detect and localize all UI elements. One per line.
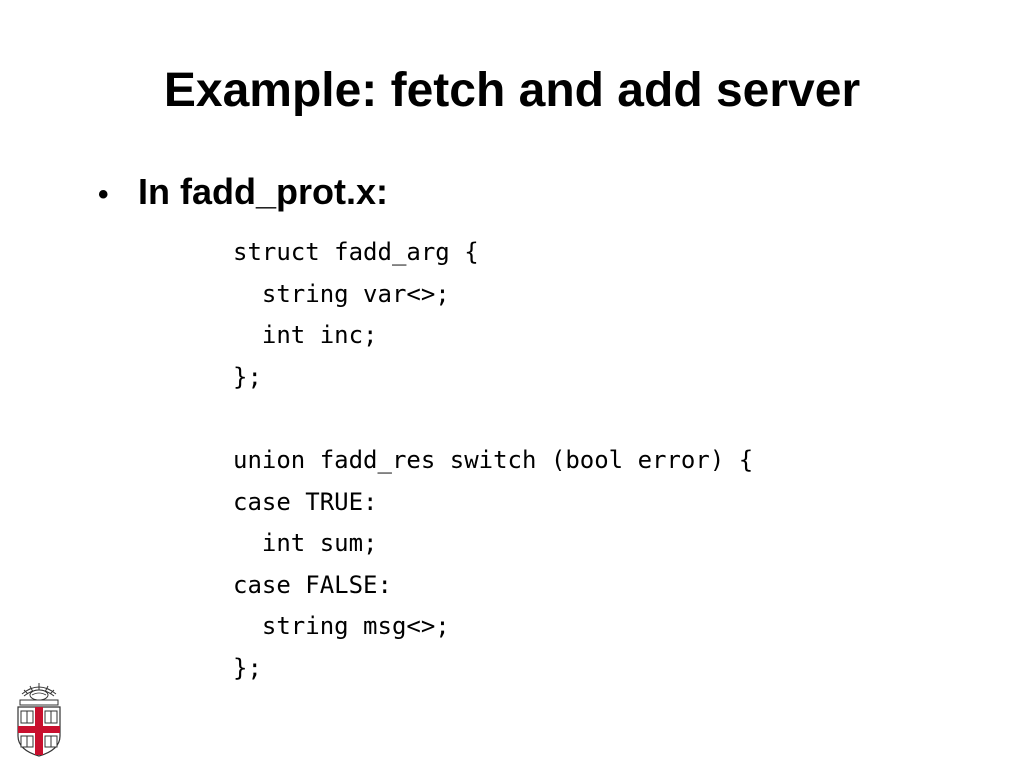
bullet-text: In fadd_prot.x:: [138, 171, 388, 212]
code-line: string var<>;: [233, 279, 450, 308]
university-crest-icon: [14, 680, 64, 760]
code-line: case FALSE:: [233, 570, 392, 599]
code-line: };: [233, 362, 262, 391]
code-line: string msg<>;: [233, 612, 450, 641]
code-line: struct fadd_arg {: [233, 238, 479, 266]
bullet-item: • In fadd_prot.x:: [98, 170, 388, 217]
bullet-icon: •: [98, 178, 109, 211]
code-line: [233, 398, 753, 440]
code-line: case TRUE:: [233, 487, 378, 516]
slide-title: Example: fetch and add server: [163, 64, 861, 117]
code-block: struct fadd_arg { string var<>; int inc;…: [233, 232, 753, 690]
code-line: union fadd_res switch (bool error) {: [233, 445, 754, 474]
code-line: int inc;: [233, 321, 378, 350]
code-line: int sum;: [233, 529, 378, 558]
code-line: };: [233, 653, 262, 682]
